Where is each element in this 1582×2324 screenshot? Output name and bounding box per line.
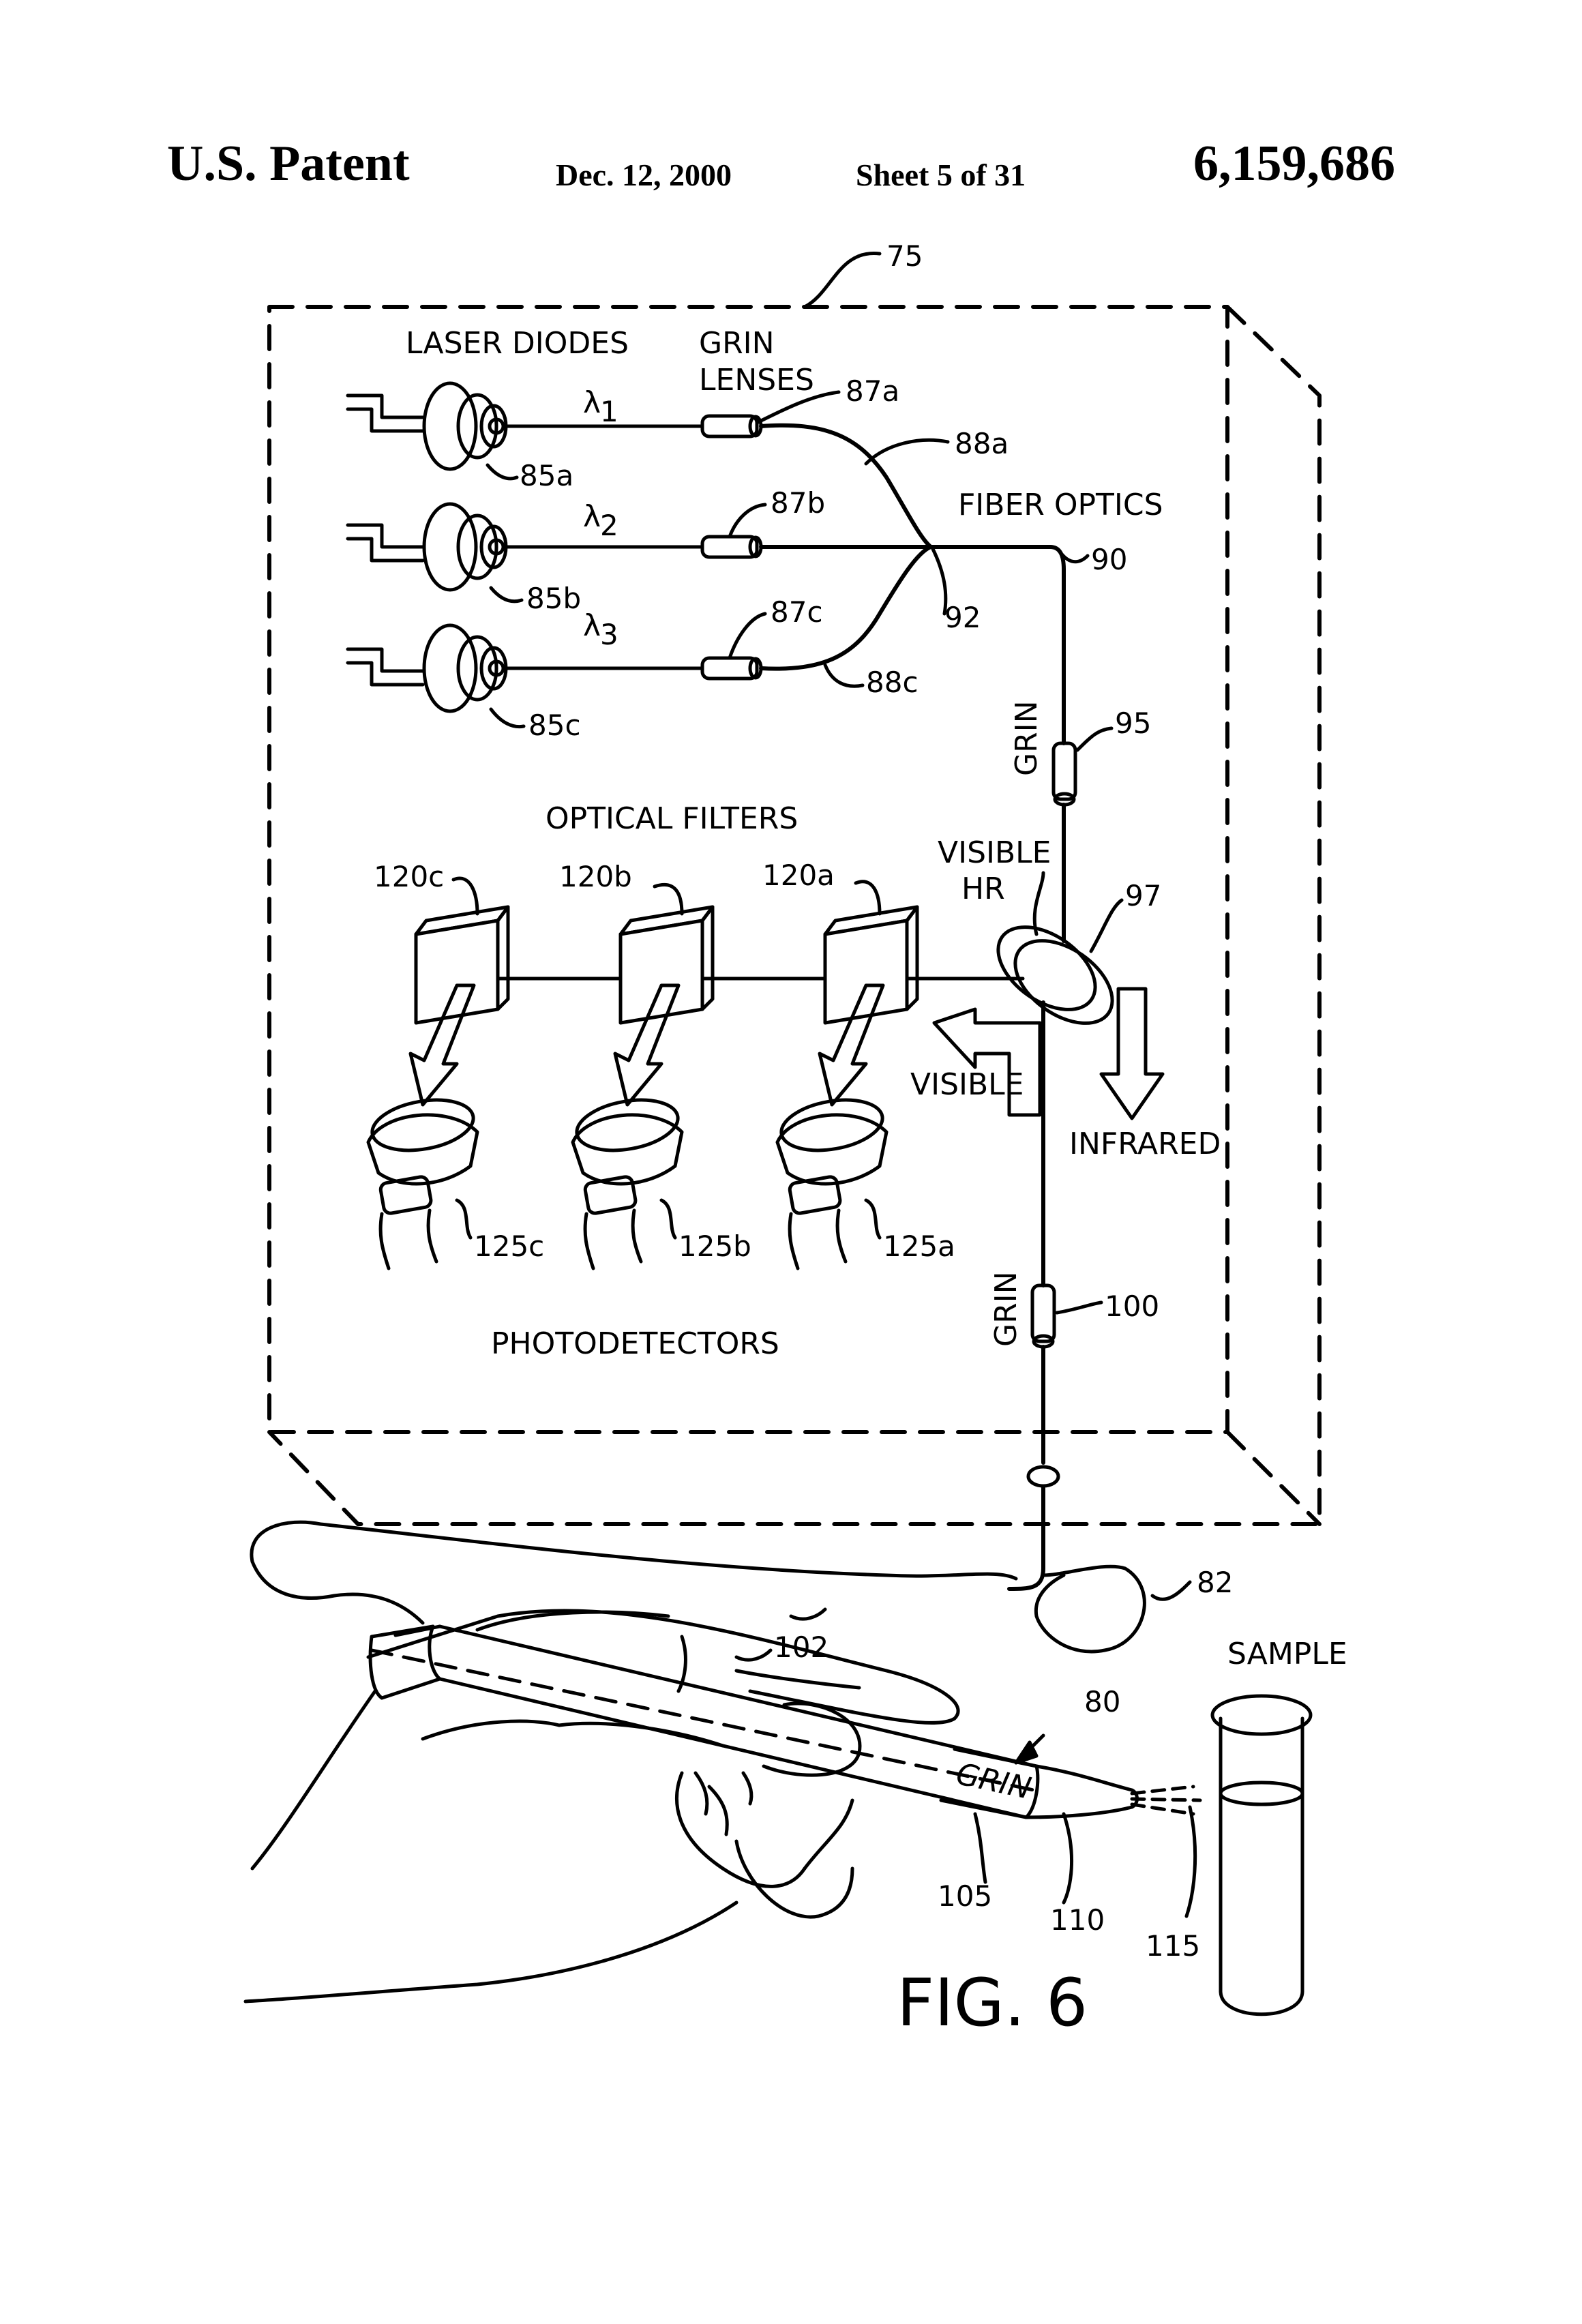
leader-87b bbox=[730, 505, 765, 537]
optical-filter-120a bbox=[825, 907, 917, 1023]
label-infrared: INFRARED bbox=[1069, 1127, 1221, 1161]
ref-87c: 87c bbox=[771, 595, 823, 629]
photodetector-125c bbox=[368, 1093, 477, 1268]
fiber-cable bbox=[1009, 1487, 1043, 1589]
label-visible-hr-2: HR bbox=[961, 872, 1005, 906]
ref-82: 82 bbox=[1197, 1566, 1233, 1599]
ref-88a: 88a bbox=[955, 427, 1009, 460]
label-optical-filters: OPTICAL FILTERS bbox=[546, 801, 798, 836]
leader-95 bbox=[1077, 728, 1111, 750]
ref-85c: 85c bbox=[528, 709, 581, 742]
label-photodetectors: PHOTODETECTORS bbox=[491, 1326, 779, 1361]
ref-90: 90 bbox=[1091, 543, 1127, 576]
ref-125c: 125c bbox=[474, 1230, 544, 1263]
leader-97 bbox=[1091, 900, 1122, 951]
leader-82 bbox=[1152, 1582, 1190, 1599]
figure-label: FIG. 6 bbox=[897, 1965, 1088, 2041]
lambda-1-sub: 1 bbox=[600, 395, 618, 428]
ref-85a: 85a bbox=[520, 459, 573, 492]
ref-75: 75 bbox=[886, 239, 923, 273]
visible-hr-mirror-97 bbox=[983, 910, 1127, 1040]
leader-88c bbox=[825, 665, 863, 686]
lambda-2: λ bbox=[583, 499, 601, 534]
ref-105: 105 bbox=[938, 1879, 992, 1913]
ref-120c: 120c bbox=[374, 860, 444, 893]
sample-test-tube bbox=[1212, 1696, 1311, 2014]
ref-80: 80 bbox=[1084, 1685, 1120, 1718]
photodetector-125a bbox=[777, 1093, 886, 1268]
label-visible-hr-1: VISIBLE bbox=[938, 835, 1051, 870]
leader-120b bbox=[655, 884, 682, 914]
lambda-3: λ bbox=[583, 608, 601, 643]
leader-120a bbox=[856, 882, 880, 914]
ref-125b: 125b bbox=[678, 1230, 751, 1263]
label-fiber-optics: FIBER OPTICS bbox=[958, 488, 1163, 522]
leader-75 bbox=[805, 253, 880, 307]
optical-filter-120b bbox=[621, 907, 713, 1023]
leader-100 bbox=[1057, 1302, 1101, 1313]
label-grin-100: GRIN bbox=[989, 1271, 1024, 1347]
photodetector-125b bbox=[573, 1093, 682, 1268]
laser-diode-85c bbox=[348, 625, 506, 711]
ref-87b: 87b bbox=[771, 486, 825, 520]
leader-visible-hr bbox=[1034, 873, 1043, 934]
ref-125a: 125a bbox=[883, 1230, 955, 1263]
label-grin-95: GRIN bbox=[1009, 700, 1044, 776]
leader-85c bbox=[491, 709, 524, 727]
ref-110: 110 bbox=[1050, 1903, 1105, 1937]
label-laser-diodes: LASER DIODES bbox=[406, 326, 629, 361]
ref-115: 115 bbox=[1146, 1929, 1200, 1963]
leader-120c bbox=[453, 878, 477, 914]
leader-85a bbox=[488, 465, 517, 479]
grin-lens-100 bbox=[1032, 1285, 1054, 1347]
label-grin-lenses-2: LENSES bbox=[699, 363, 814, 398]
leader-88a bbox=[866, 440, 948, 464]
optical-filter-120c bbox=[416, 907, 508, 1023]
lambda-1: λ bbox=[583, 385, 601, 420]
ref-95: 95 bbox=[1115, 706, 1151, 740]
label-visible: VISIBLE bbox=[910, 1067, 1024, 1102]
lambda-2-sub: 2 bbox=[600, 509, 618, 542]
laser-diode-85a bbox=[348, 383, 506, 469]
ref-88c: 88c bbox=[866, 666, 919, 699]
grin-lens-95 bbox=[1054, 743, 1075, 805]
fiber-coil-82 bbox=[1036, 1566, 1144, 1652]
label-grin-lenses-1: GRIN bbox=[699, 326, 775, 361]
ref-102: 102 bbox=[774, 1630, 829, 1664]
fiber-port bbox=[1028, 1467, 1058, 1486]
leader-110 bbox=[1064, 1814, 1072, 1903]
leader-102 bbox=[736, 1650, 771, 1660]
label-sample: SAMPLE bbox=[1227, 1637, 1347, 1671]
ref-85b: 85b bbox=[526, 582, 581, 615]
laser-diode-85b bbox=[348, 504, 506, 590]
grin-lens-87a bbox=[702, 416, 761, 436]
lambda-3-sub: 3 bbox=[600, 618, 618, 651]
leader-105 bbox=[975, 1814, 985, 1882]
leader-87c bbox=[730, 614, 765, 658]
ref-97: 97 bbox=[1125, 879, 1161, 912]
ref-100: 100 bbox=[1105, 1290, 1159, 1323]
leader-115 bbox=[1186, 1807, 1195, 1916]
ref-92: 92 bbox=[944, 601, 981, 634]
ref-120a: 120a bbox=[762, 859, 835, 892]
grin-lens-87b bbox=[702, 537, 761, 557]
leader-85b bbox=[491, 588, 522, 601]
grin-lens-87c bbox=[702, 658, 761, 679]
ref-87a: 87a bbox=[846, 374, 899, 408]
ref-120b: 120b bbox=[559, 860, 632, 893]
